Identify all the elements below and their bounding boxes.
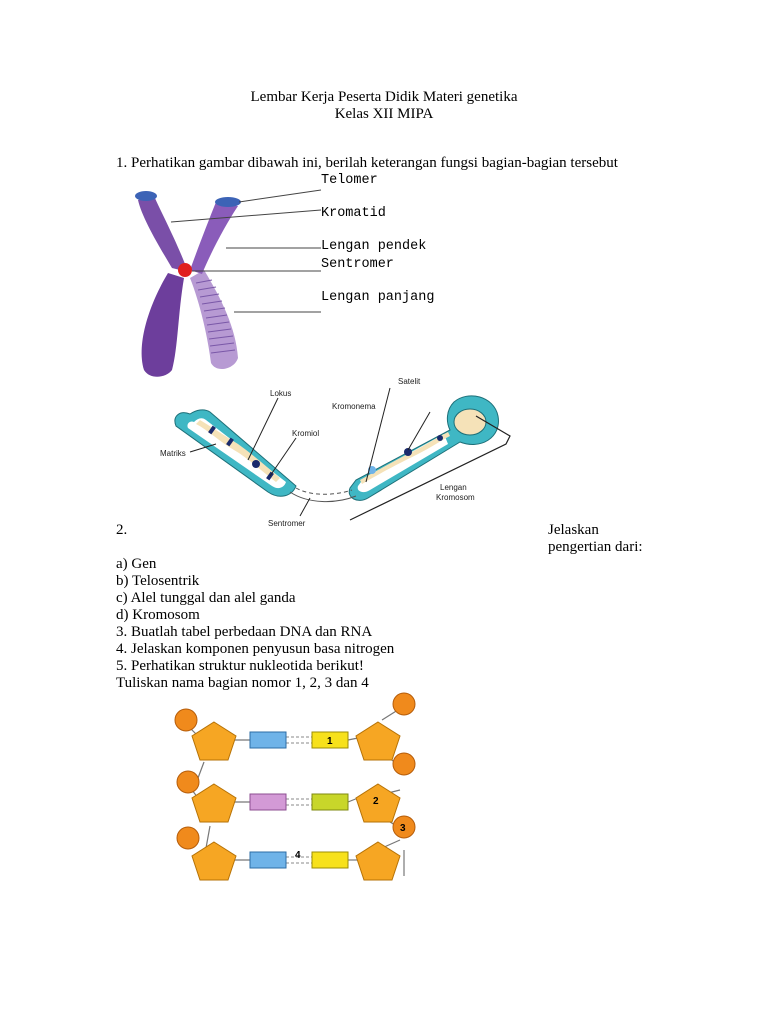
question-2-side-2: pengertian dari:	[548, 539, 643, 555]
diagram-label-lengan: Lengan	[440, 483, 467, 492]
question-2-item-c: c) Alel tunggal dan alel ganda	[116, 590, 296, 606]
label-lengan-pendek: Lengan pendek	[321, 239, 427, 254]
chromosome-diagram: Lokus Satelit Kromonema Kromiol Matriks …	[160, 377, 511, 528]
nucleotide-number-4: 4	[295, 850, 301, 861]
chromosome-figure	[116, 178, 326, 390]
question-5-instruction: Tuliskan nama bagian nomor 1, 2, 3 dan 4	[116, 675, 369, 691]
label-kromatid: Kromatid	[321, 206, 386, 221]
diagram-label-kromiol: Kromiol	[292, 429, 319, 438]
document-title: Lembar Kerja Peserta Didik Materi geneti…	[250, 89, 518, 105]
centromere-dot	[178, 263, 192, 277]
diagram-label-kromonema: Kromonema	[332, 402, 376, 411]
question-2-item-d: d) Kromosom	[116, 607, 200, 623]
diagram-label-kromosom: Kromosom	[436, 493, 475, 502]
diagram-label-matriks: Matriks	[160, 449, 186, 458]
question-4: 4. Jelaskan komponen penyusun basa nitro…	[116, 641, 395, 657]
question-3: 3. Buatlah tabel perbedaan DNA dan RNA	[116, 624, 373, 640]
question-2-side-1: Jelaskan	[548, 522, 599, 538]
class-label: Kelas XII MIPA	[334, 106, 434, 122]
nucleotide-figure: 1 2 3 4	[174, 692, 416, 881]
diagram-label-satelit: Satelit	[398, 377, 421, 386]
label-sentromer: Sentromer	[321, 257, 394, 272]
nucleotide-number-3: 3	[400, 823, 406, 834]
diagram-label-lokus: Lokus	[270, 389, 291, 398]
diagram-label-sentromer: Sentromer	[268, 519, 306, 528]
question-2-item-a: a) Gen	[116, 556, 157, 572]
question-2-item-b: b) Telosentrik	[116, 573, 200, 589]
label-telomer: Telomer	[321, 173, 378, 188]
question-5: 5. Perhatikan struktur nukleotida beriku…	[116, 658, 364, 674]
question-2-number: 2.	[116, 522, 128, 538]
telomere-left	[135, 191, 157, 201]
telomere-right	[215, 197, 241, 207]
question-1: 1. Perhatikan gambar dibawah ini, berila…	[116, 155, 618, 171]
nucleotide-number-2: 2	[373, 796, 379, 807]
label-lengan-panjang: Lengan panjang	[321, 290, 435, 305]
chromatid-left-lower	[141, 273, 184, 377]
nucleotide-number-1: 1	[327, 736, 333, 747]
chromatid-right-upper	[190, 202, 238, 274]
chromatid-left-upper	[138, 196, 188, 272]
